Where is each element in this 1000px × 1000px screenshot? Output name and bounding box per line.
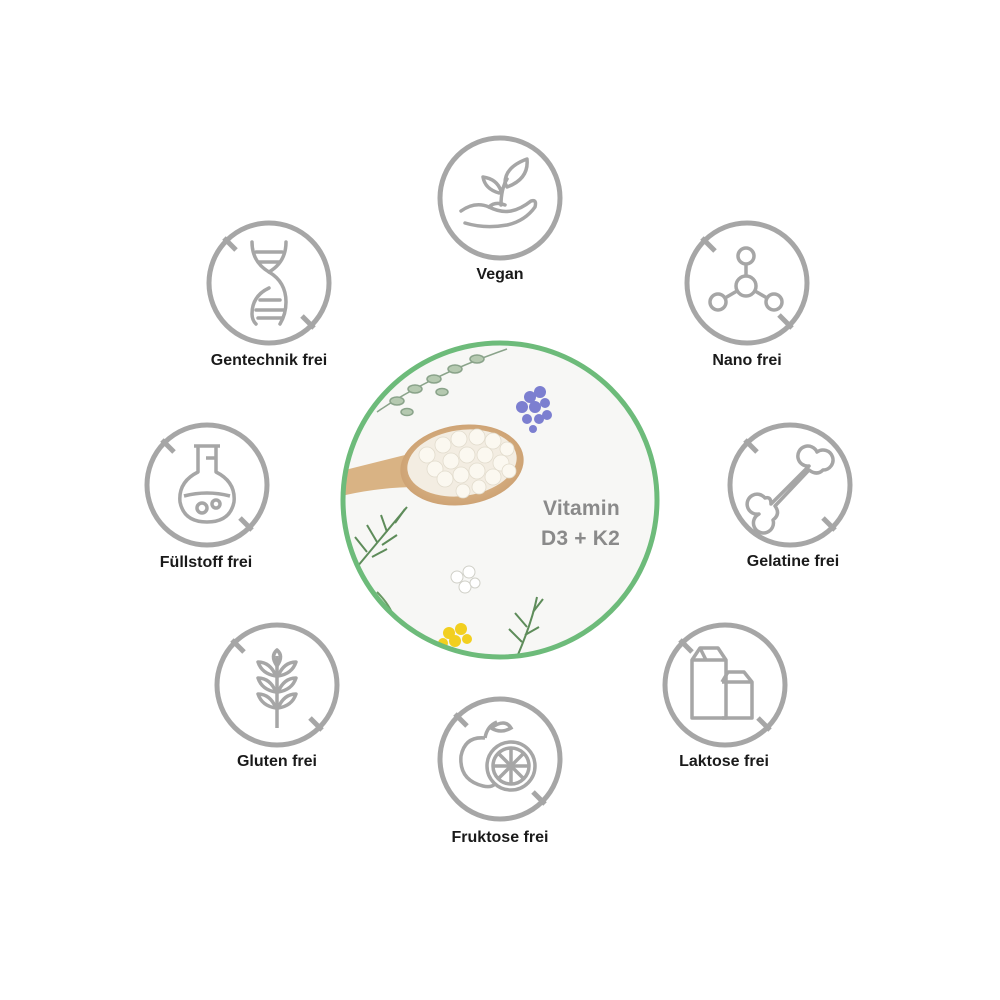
- gluten-label: Gluten frei: [236, 753, 317, 770]
- flask-icon: [178, 444, 236, 524]
- molecule-icon: [708, 246, 784, 312]
- product-image: [337, 337, 663, 663]
- nano-label: Nano frei: [712, 352, 782, 369]
- wheat-icon: [256, 648, 298, 728]
- milk-carton-icon: [690, 646, 754, 720]
- fruit-icon: [459, 720, 537, 792]
- gentechnik-badge: [204, 218, 334, 348]
- vegan-badge: [435, 133, 565, 263]
- bone-icon: [745, 444, 835, 535]
- fruktose-badge: [435, 694, 565, 824]
- gelatine-label: Gelatine frei: [746, 553, 840, 570]
- nano-badge: [682, 218, 812, 348]
- laktose-label: Laktose frei: [679, 753, 769, 770]
- fruktose-label: Fruktose frei: [451, 829, 549, 846]
- fuellstoff-label: Füllstoff frei: [159, 554, 253, 571]
- product-title-line1: Vitamin: [543, 497, 620, 520]
- gluten-badge: [212, 620, 342, 750]
- leaf-hand-icon: [459, 157, 538, 229]
- dna-icon: [250, 240, 288, 326]
- gentechnik-label: Gentechnik frei: [210, 352, 328, 369]
- laktose-badge: [660, 620, 790, 750]
- vegan-label: Vegan: [476, 266, 524, 283]
- gelatine-badge: [725, 420, 855, 550]
- product-title-line2: D3 + K2: [541, 527, 621, 550]
- fuellstoff-badge: [142, 420, 272, 550]
